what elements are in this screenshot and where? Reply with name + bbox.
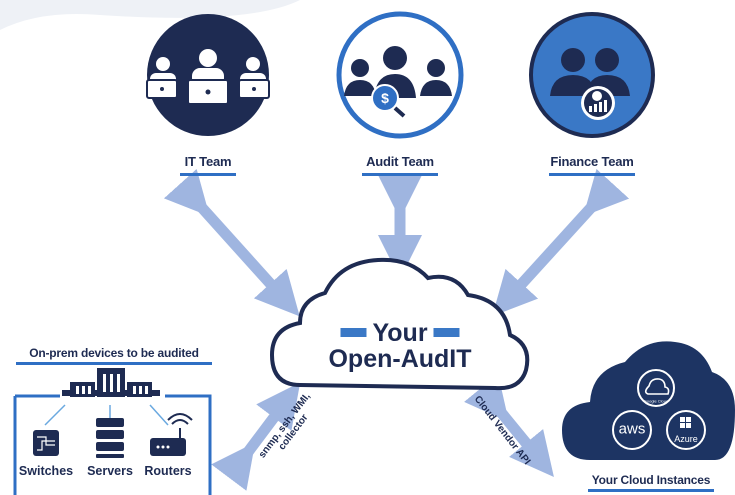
audit-team-label: Audit Team bbox=[366, 154, 434, 169]
onprem-title-underline bbox=[16, 362, 212, 365]
center-title: Your Open-AudIT bbox=[328, 320, 471, 372]
switches-label: Switches bbox=[18, 464, 74, 478]
servers-label: Servers bbox=[87, 464, 133, 478]
switch-icon bbox=[33, 430, 59, 456]
it-team-label: IT Team bbox=[184, 154, 232, 169]
onprem-title: On-prem devices to be audited bbox=[29, 346, 199, 360]
cloud-instances-cloud bbox=[562, 341, 735, 460]
onprem-box bbox=[13, 368, 212, 495]
cloud-instances-title: Your Cloud Instances bbox=[591, 473, 711, 487]
it-team-link bbox=[163, 168, 300, 317]
cloud-instances-underline bbox=[588, 489, 714, 492]
finance-team-link bbox=[492, 168, 630, 317]
it-team-icon bbox=[146, 14, 270, 136]
audit-team-icon: $ bbox=[336, 11, 464, 139]
audit-team-underline bbox=[362, 173, 438, 176]
background-swoosh bbox=[0, 0, 300, 30]
azure-label: Azure bbox=[674, 434, 698, 444]
finance-team-underline bbox=[549, 173, 635, 176]
server-icon bbox=[96, 418, 124, 458]
aws-label: aws bbox=[618, 420, 646, 438]
cloud-link bbox=[464, 374, 554, 478]
routers-label: Routers bbox=[144, 464, 192, 478]
connection-arrows bbox=[163, 168, 630, 491]
router-icon bbox=[150, 413, 193, 456]
svg-text:$: $ bbox=[381, 90, 389, 106]
center-title-line1: Your bbox=[372, 319, 428, 347]
center-title-line2: Open-AudIT bbox=[328, 345, 472, 373]
onprem-link bbox=[211, 382, 301, 491]
it-team-underline bbox=[180, 173, 236, 176]
title-bar-right bbox=[433, 327, 460, 337]
finance-team-icon bbox=[529, 12, 655, 138]
finance-team-label: Finance Team bbox=[550, 154, 634, 169]
google-cloud-label: Google Cloud bbox=[643, 398, 669, 404]
open-audit-cloud bbox=[269, 257, 530, 391]
title-bar-left bbox=[340, 327, 367, 337]
